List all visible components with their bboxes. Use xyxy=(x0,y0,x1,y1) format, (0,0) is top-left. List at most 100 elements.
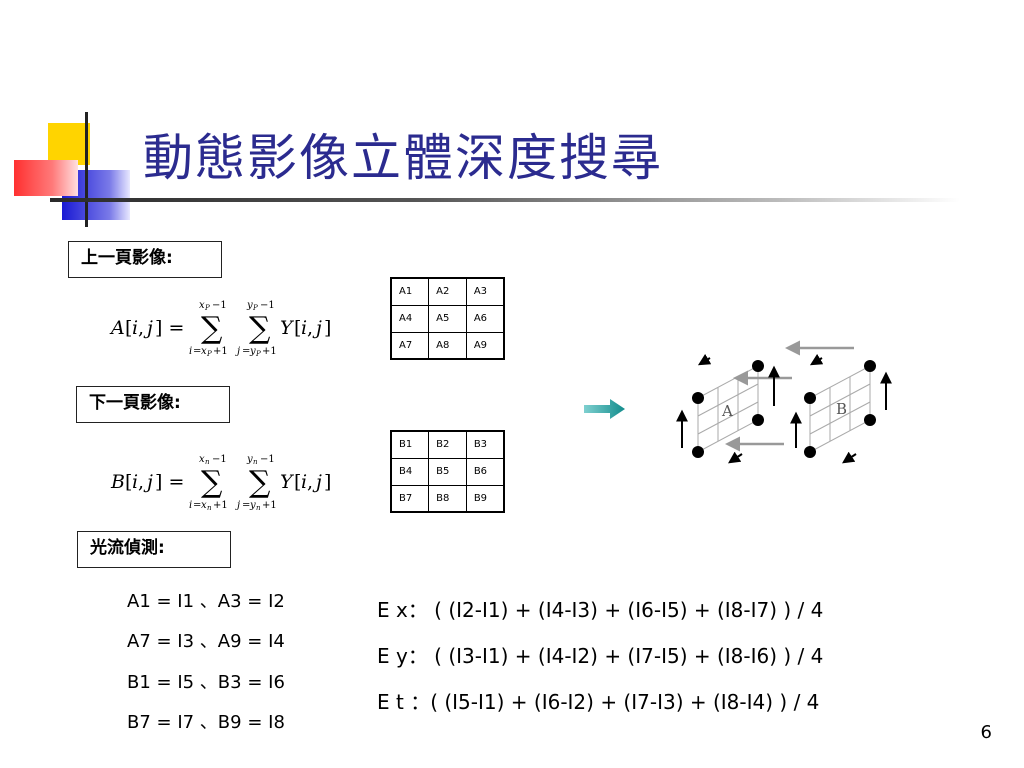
grid-b-cell: B5 xyxy=(428,457,467,486)
svg-text:,: , xyxy=(307,317,313,339)
title-divider xyxy=(50,198,960,202)
grid-a-cell: A4 xyxy=(390,304,430,333)
svg-text:]: ] xyxy=(324,317,331,339)
label-optical-flow: 光流偵測: xyxy=(77,531,231,568)
svg-text:n: n xyxy=(207,504,212,512)
assignment-line: B1 = I5 、B3 = I6 xyxy=(127,672,285,693)
logo-red-square xyxy=(14,160,78,196)
svg-text:,: , xyxy=(307,471,313,493)
logo-vertical-bar xyxy=(85,112,88,227)
svg-text:]: ] xyxy=(324,471,331,493)
svg-text:=: = xyxy=(242,500,250,511)
svg-text:j: j xyxy=(143,471,153,493)
motion-diagram: A B xyxy=(676,340,892,464)
svg-text:P: P xyxy=(252,304,258,312)
svg-text:i: i xyxy=(132,471,138,493)
assignment-line: A1 = I1 、A3 = I2 xyxy=(127,591,285,612)
svg-text:−1: −1 xyxy=(212,300,227,311)
svg-text:y: y xyxy=(246,454,253,465)
flow-equation-ex: E x： ( (I2-I1) + (I4-I3) + (I6-I5) + (I8… xyxy=(377,598,824,622)
assignment-line: A7 = I3 、A9 = I4 xyxy=(127,631,285,652)
grid-b-cell: B2 xyxy=(428,430,467,459)
label-prev-image: 上一頁影像: xyxy=(68,241,222,278)
svg-text:x: x xyxy=(201,500,207,511)
svg-text:,: , xyxy=(138,471,144,493)
assignment-line: B7 = I7 、B9 = I8 xyxy=(127,712,285,733)
svg-text:−1: −1 xyxy=(212,454,227,465)
svg-text:+1: +1 xyxy=(213,346,228,357)
svg-text:j: j xyxy=(235,500,240,511)
svg-text:∑: ∑ xyxy=(249,311,271,346)
svg-text:i: i xyxy=(189,500,192,511)
corner-dots xyxy=(692,360,876,458)
grid-b-cell: B1 xyxy=(390,430,430,459)
svg-text:P: P xyxy=(204,304,210,312)
svg-text:n: n xyxy=(253,458,258,466)
svg-text:A: A xyxy=(109,317,125,339)
svg-text:j: j xyxy=(312,317,322,339)
svg-text:[: [ xyxy=(294,471,301,493)
svg-text:P: P xyxy=(255,350,261,358)
svg-text:y: y xyxy=(249,500,256,511)
svg-text:] =: ] = xyxy=(155,317,184,339)
label-next-image: 下一頁影像: xyxy=(76,386,230,423)
svg-text:Y: Y xyxy=(280,317,295,339)
svg-text:n: n xyxy=(256,504,261,512)
svg-text:[: [ xyxy=(125,471,132,493)
svg-text:x: x xyxy=(199,454,205,465)
svg-text:[: [ xyxy=(125,317,132,339)
grid-a-cell: A6 xyxy=(465,304,505,333)
logo-yellow-square xyxy=(48,123,90,165)
svg-text:[: [ xyxy=(294,317,301,339)
grid-a-cell: A3 xyxy=(465,277,505,306)
flow-equation-ey: E y： ( (I3-I1) + (I4-I2) + (I7-I5) + (I8… xyxy=(377,644,824,668)
svg-text:y: y xyxy=(249,346,256,357)
svg-text:y: y xyxy=(246,300,253,311)
svg-text:j: j xyxy=(235,346,240,357)
svg-text:x: x xyxy=(199,300,205,311)
svg-text:−1: −1 xyxy=(260,454,275,465)
svg-text:i: i xyxy=(132,317,138,339)
svg-text:∑: ∑ xyxy=(201,311,223,346)
grid-a-cell: A2 xyxy=(428,277,467,306)
svg-text:Y: Y xyxy=(280,471,295,493)
svg-text:+1: +1 xyxy=(213,500,228,511)
svg-text:−1: −1 xyxy=(260,300,275,311)
svg-text:=: = xyxy=(193,346,201,357)
svg-text:=: = xyxy=(242,346,250,357)
svg-text:i: i xyxy=(301,317,307,339)
grid-b-cell: B9 xyxy=(465,484,505,513)
svg-text:+1: +1 xyxy=(262,346,277,357)
svg-text:j: j xyxy=(312,471,322,493)
flow-equation-et: E t ：( (I5-I1) + (I6-I2) + (I7-I3) + (I8… xyxy=(377,690,820,714)
svg-text:,: , xyxy=(138,317,144,339)
svg-text:∑: ∑ xyxy=(201,465,223,500)
svg-text:∑: ∑ xyxy=(249,465,271,500)
grid-a-cell: A1 xyxy=(390,277,430,306)
grid-b-cell: B7 xyxy=(390,484,430,513)
grid-a-cell: A9 xyxy=(465,331,505,360)
diagram-label-b: B xyxy=(836,400,847,418)
svg-text:i: i xyxy=(189,346,192,357)
svg-text:P: P xyxy=(206,350,212,358)
page-number: 6 xyxy=(980,722,992,743)
grid-b-cell: B3 xyxy=(465,430,505,459)
svg-text:=: = xyxy=(193,500,201,511)
svg-text:x: x xyxy=(201,346,207,357)
diagram-label-a: A xyxy=(721,402,733,420)
svg-text:i: i xyxy=(301,471,307,493)
grid-a-cell: A5 xyxy=(428,304,467,333)
svg-text:j: j xyxy=(143,317,153,339)
grid-a-cell: A8 xyxy=(428,331,467,360)
svg-text:] =: ] = xyxy=(155,471,184,493)
grid-b-cell: B6 xyxy=(465,457,505,486)
svg-text:+1: +1 xyxy=(262,500,277,511)
grid-a-cell: A7 xyxy=(390,331,430,360)
svg-text:n: n xyxy=(205,458,210,466)
page-title: 動態影像立體深度搜尋 xyxy=(143,129,663,187)
svg-text:B: B xyxy=(110,471,125,493)
